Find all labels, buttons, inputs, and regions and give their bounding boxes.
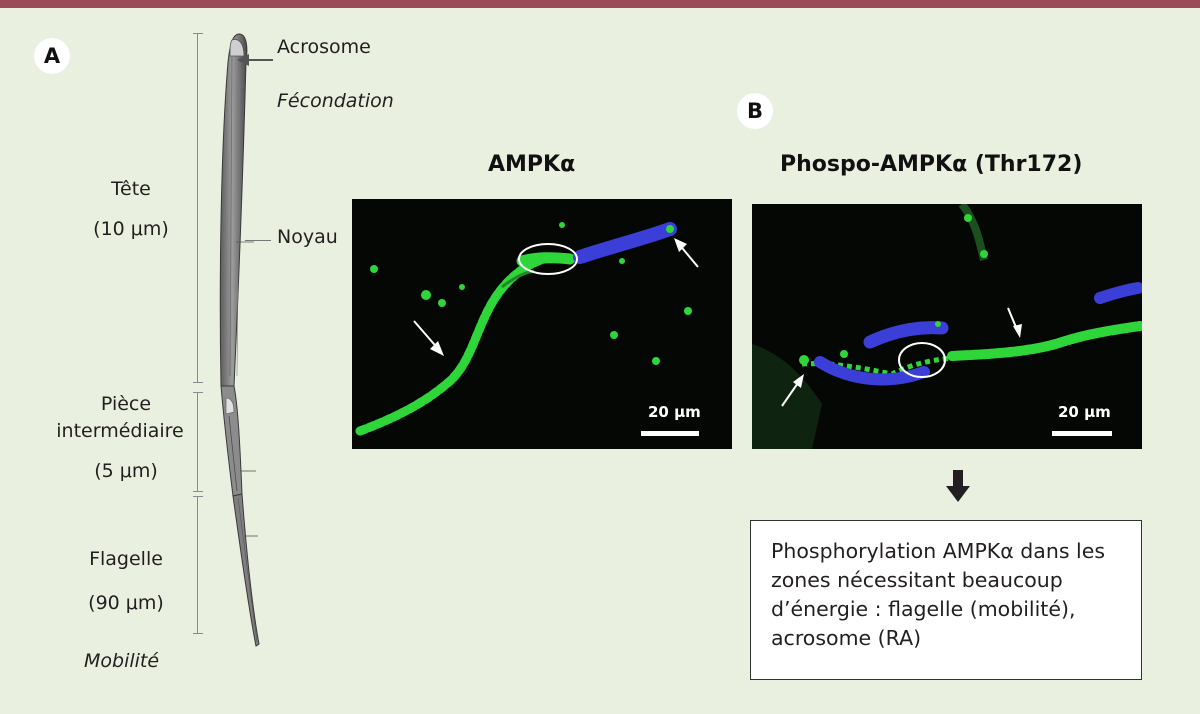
ampk-title: AMPKα [488, 152, 576, 177]
panel-b-badge: B [737, 93, 773, 129]
phospho-micrograph: 20 μm [752, 204, 1142, 449]
head-bracket [193, 33, 203, 383]
ampk-stain-image [355, 222, 699, 436]
ampk-scale-label: 20 μm [648, 403, 701, 421]
mobilite-label: Mobilité [84, 650, 160, 672]
midpiece-bracket [193, 392, 203, 492]
acrosome-label: Acrosome [277, 36, 371, 58]
phospho-scale-label: 20 μm [1058, 403, 1111, 421]
head-size: (10 μm) [93, 218, 169, 240]
panel-a-badge: A [34, 38, 70, 74]
phospho-ampk-title: Phospo-AMPKα (Thr172) [780, 152, 1083, 177]
flagellum-label: Flagelle [89, 548, 163, 570]
midpiece-label-line1: Pièce [100, 393, 152, 415]
flagellum-size: (90 μm) [88, 592, 164, 614]
phospho-stain-image [752, 204, 1142, 449]
fecondation-label: Fécondation [277, 90, 394, 112]
sperm-illustration [219, 33, 260, 647]
flagellum-bracket [193, 496, 203, 634]
noyau-label: Noyau [277, 226, 338, 248]
midpiece-size: (5 μm) [94, 460, 158, 482]
phospho-scale-bar [1052, 431, 1112, 436]
result-box: Phosphorylation AMPKα dans les zones néc… [750, 520, 1142, 680]
noyau-pointer [245, 240, 271, 241]
header-bar [0, 0, 1200, 8]
midpiece-label-line2: intermédiaire [56, 420, 184, 442]
down-arrow-icon [946, 470, 970, 502]
ampk-micrograph: 20 μm [352, 199, 732, 449]
head-label: Tête [111, 178, 151, 200]
ampk-scale-bar [641, 431, 699, 436]
acrosome-arrow [237, 54, 273, 66]
